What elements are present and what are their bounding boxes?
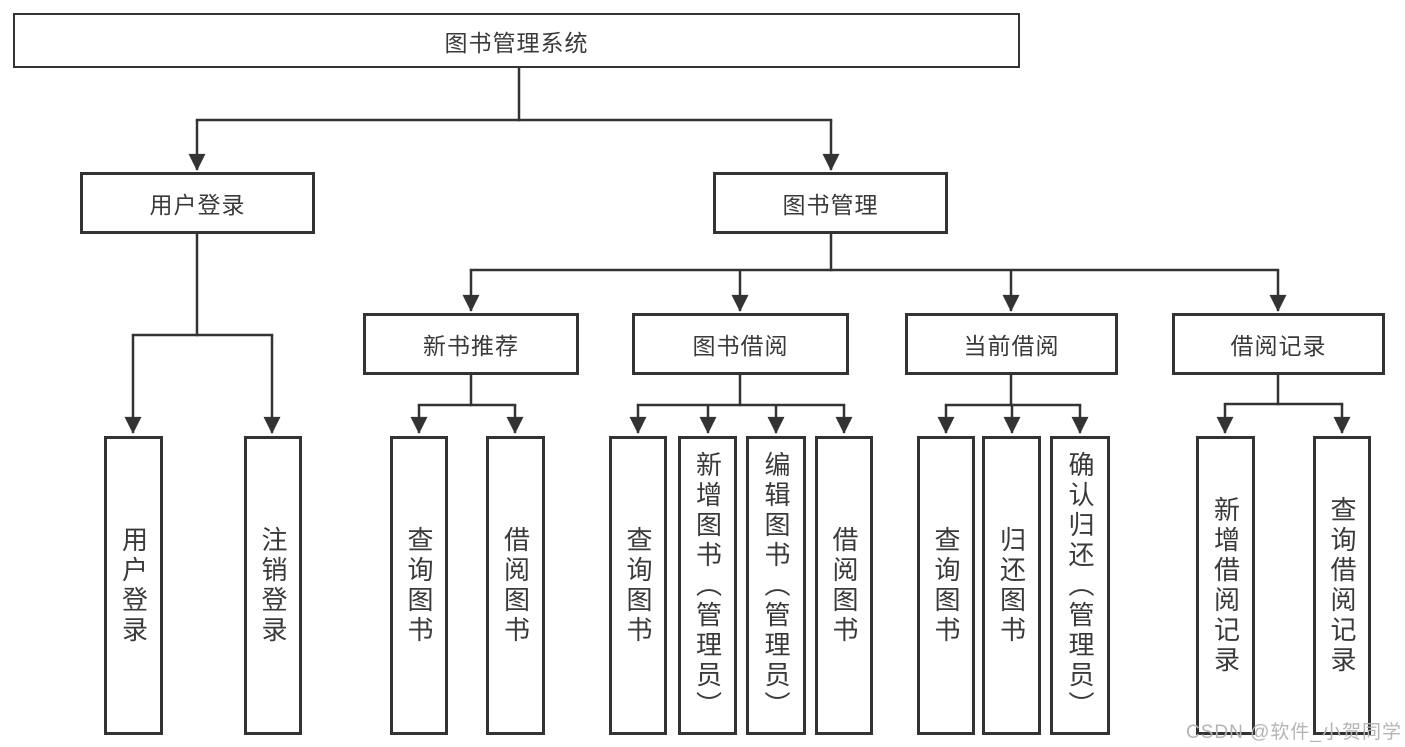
leaf-borrow-books-borrowing: 借阅图书 — [815, 436, 873, 735]
leaf-confirm-return-admin: 确认归还（管理员） — [1050, 436, 1110, 735]
node-book-management: 图书管理 — [713, 172, 948, 234]
leaf-query-books-recommend: 查询图书 — [390, 436, 448, 735]
leaf-add-borrow-record: 新增借阅记录 — [1196, 436, 1255, 735]
edges-borrowing-records-to-leaves — [1216, 373, 1351, 434]
edges-book-borrowing-to-leaves — [629, 373, 853, 434]
node-new-book-recommend: 新书推荐 — [363, 313, 579, 375]
leaf-borrow-books-recommend: 借阅图书 — [486, 436, 545, 735]
leaf-query-books-borrowing: 查询图书 — [609, 436, 667, 735]
node-current-borrowing: 当前借阅 — [905, 313, 1118, 375]
leaf-return-books: 归还图书 — [982, 436, 1041, 735]
node-borrowing-records: 借阅记录 — [1172, 313, 1385, 375]
leaf-query-borrow-record: 查询借阅记录 — [1313, 436, 1371, 735]
node-book-borrowing: 图书借阅 — [632, 313, 849, 375]
edges-user-login-to-leaves — [124, 232, 281, 434]
edges-current-borrowing-to-leaves — [937, 373, 1089, 434]
edges-root-to-level2 — [188, 66, 840, 171]
leaf-user-login: 用户登录 — [104, 436, 163, 735]
node-user-login: 用户登录 — [80, 172, 315, 234]
leaf-add-book-admin: 新增图书（管理员） — [678, 436, 737, 735]
node-root: 图书管理系统 — [13, 13, 1020, 68]
leaf-logout: 注销登录 — [244, 436, 302, 735]
leaf-edit-book-admin: 编辑图书（管理员） — [746, 436, 806, 735]
leaf-query-books-current: 查询图书 — [917, 436, 975, 735]
csdn-watermark: CSDN @软件_小贺同学 — [1186, 722, 1402, 743]
edges-new-book-recommend-to-leaves — [410, 373, 524, 434]
edges-book-management-to-level3 — [462, 232, 1287, 312]
